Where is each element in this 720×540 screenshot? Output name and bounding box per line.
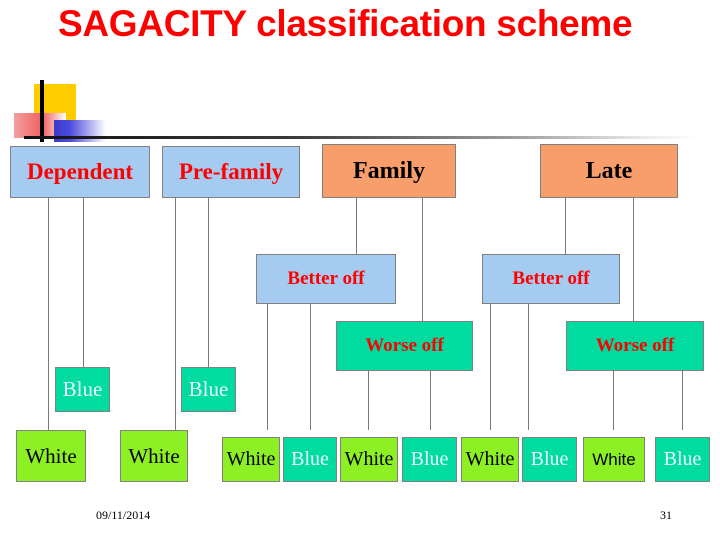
connector-betteroff2-to-white5 (490, 304, 491, 430)
decorative-logo (0, 80, 120, 142)
leaf-blue-prefamily[interactable]: Blue (181, 367, 236, 412)
node-dependent[interactable]: Dependent (10, 146, 150, 198)
leaf-label: Blue (663, 448, 702, 470)
node-pre-family-label: Pre-family (178, 159, 284, 184)
node-late[interactable]: Late (540, 144, 678, 198)
vertical-bar-decoration (40, 80, 44, 142)
leaf-white-family-better[interactable]: White (222, 437, 280, 482)
leaf-label: White (25, 443, 77, 468)
footer-date: 09/11/2014 (96, 508, 151, 522)
connector-betteroff1-to-white3 (267, 304, 268, 430)
connector-worseoff2-to-white6 (613, 371, 614, 430)
footer-page-number: 31 (660, 508, 672, 522)
leaf-white-prefamily[interactable]: White (120, 430, 188, 482)
leaf-label: Blue (291, 448, 329, 470)
connector-family-to-betteroff1 (356, 198, 357, 254)
leaf-label: Blue (530, 448, 569, 470)
connector-worseoff2-to-blue6 (682, 371, 683, 430)
connector-worseoff1-to-white4 (368, 371, 369, 430)
leaf-label: White (465, 448, 515, 470)
node-better-off-late[interactable]: Better off (482, 254, 620, 304)
leaf-label: White (592, 449, 636, 469)
connector-late-to-worseoff2 (633, 198, 634, 321)
leaf-label: White (344, 448, 394, 470)
node-worse-off-family-label: Worse off (365, 335, 444, 356)
title-divider (24, 136, 696, 139)
node-pre-family[interactable]: Pre-family (162, 146, 300, 198)
node-worse-off-late-label: Worse off (595, 335, 675, 356)
leaf-blue-dependent[interactable]: Blue (55, 367, 110, 412)
leaf-label: White (128, 443, 180, 468)
connector-late-to-betteroff2 (565, 198, 566, 254)
connector-betteroff1-to-blue3 (310, 304, 311, 430)
node-late-label: Late (585, 157, 633, 184)
node-worse-off-family[interactable]: Worse off (336, 321, 473, 371)
node-family[interactable]: Family (322, 144, 456, 198)
leaf-blue-family-worse[interactable]: Blue (402, 437, 457, 482)
node-dependent-label: Dependent (26, 159, 134, 184)
leaf-white-late-better[interactable]: White (461, 437, 519, 482)
leaf-label: Blue (188, 377, 229, 401)
node-better-off-late-label: Better off (512, 268, 590, 289)
node-better-off-family-label: Better off (287, 268, 365, 289)
leaf-blue-family-better[interactable]: Blue (283, 437, 337, 482)
leaf-label: Blue (62, 377, 103, 401)
connector-dependent-to-blue1 (83, 198, 84, 367)
leaf-white-late-worse[interactable]: White (583, 437, 645, 482)
connector-prefamily-to-blue2 (208, 198, 209, 367)
page-title: SAGACITY classification scheme (58, 3, 633, 44)
leaf-white-family-worse[interactable]: White (340, 437, 398, 482)
leaf-label: White (226, 448, 276, 470)
leaf-blue-late-worse[interactable]: Blue (655, 437, 710, 482)
node-worse-off-late[interactable]: Worse off (566, 321, 704, 371)
connector-prefamily-to-white2 (175, 198, 176, 430)
node-better-off-family[interactable]: Better off (256, 254, 396, 304)
connector-worseoff1-to-blue4 (430, 371, 431, 430)
connector-family-to-worseoff1 (422, 198, 423, 321)
leaf-blue-late-better[interactable]: Blue (522, 437, 577, 482)
connector-dependent-to-white1 (48, 198, 49, 430)
leaf-label: Blue (410, 448, 449, 470)
leaf-white-dependent[interactable]: White (16, 430, 86, 482)
node-family-label: Family (353, 157, 425, 184)
connector-betteroff2-to-blue5 (528, 304, 529, 430)
